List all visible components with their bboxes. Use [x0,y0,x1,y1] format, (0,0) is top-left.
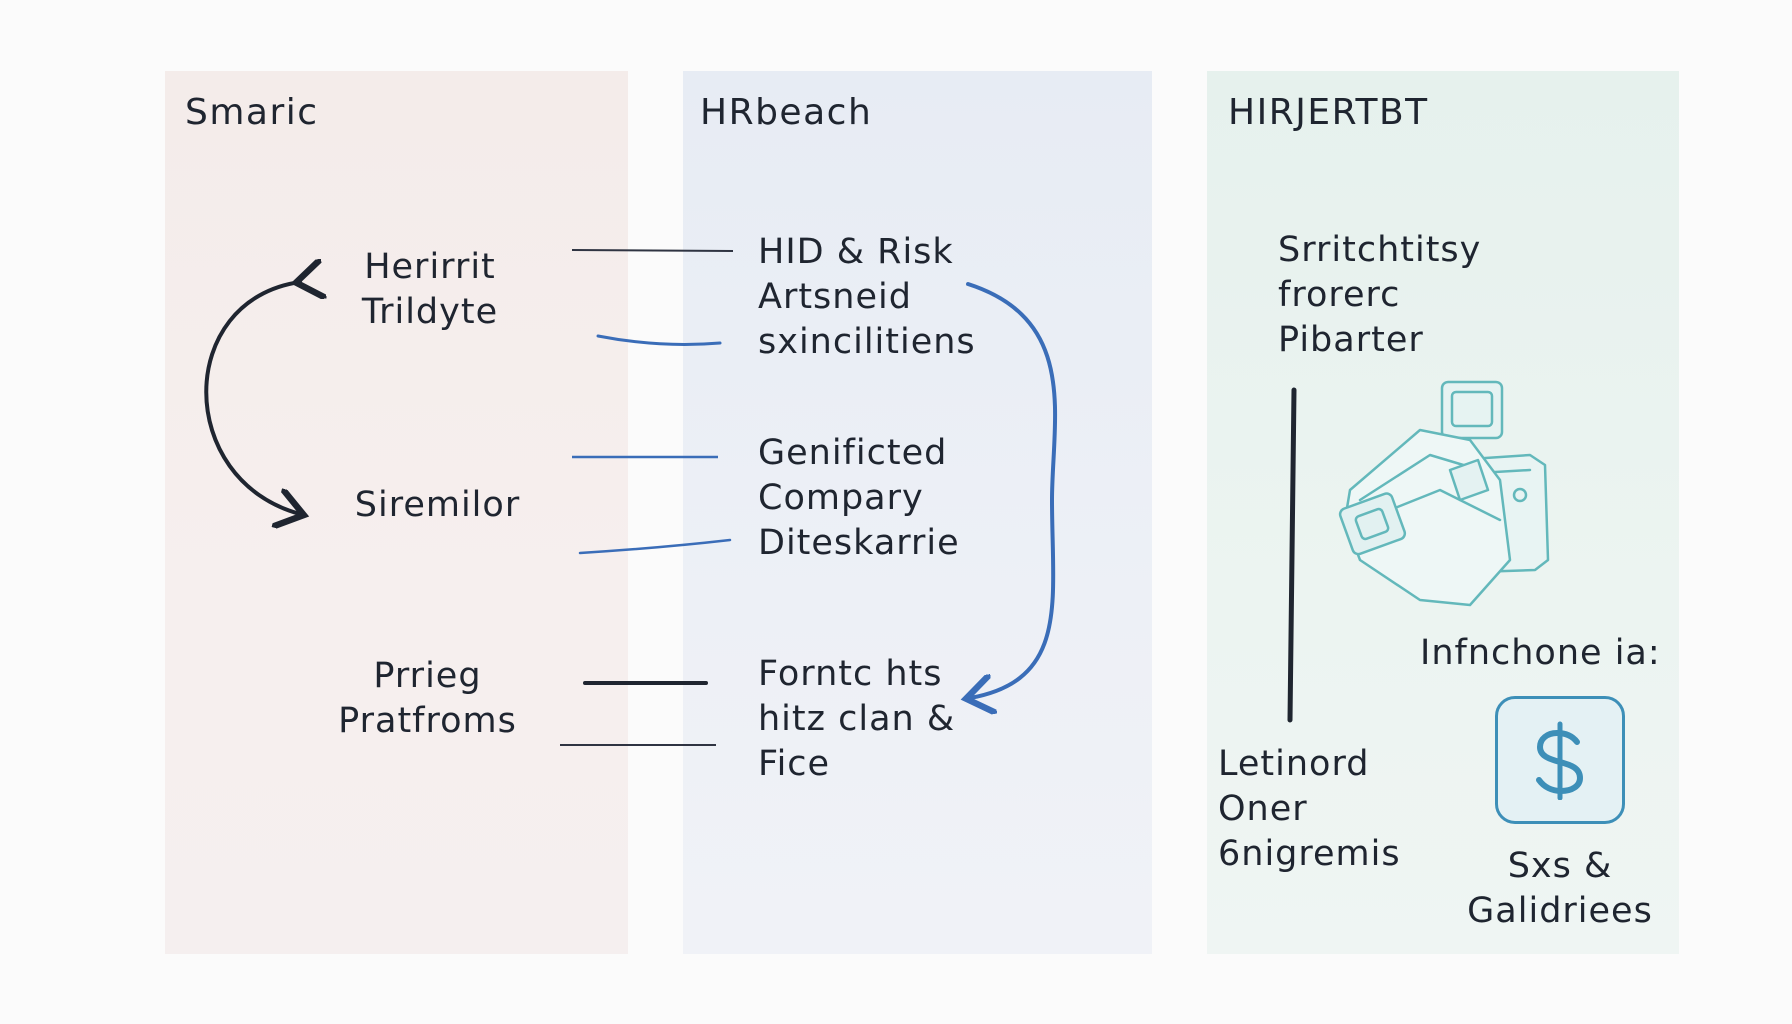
left-item-1: Herirrit Trildyte [361,247,499,332]
dollar-sign-icon [1536,721,1584,800]
middle-item-1: HID & Risk Artsneid sxincilitiens [758,232,976,362]
left-column-header: Smaric [185,92,319,133]
left-item-3: Prrieg Pratfroms [338,656,517,741]
right-item-2: Infnchone ia: [1420,633,1661,673]
left-item-2: Siremilor [354,485,521,525]
middle-item-3: Forntc hts hitz clan & Fice [758,654,956,784]
right-item-1: Srritchtitsy frorerc Pibarter [1278,230,1482,360]
middle-column-panel [683,71,1152,954]
dollar-tile [1495,696,1625,824]
right-column-header: HIRJERTBT [1228,92,1429,133]
middle-column-header: HRbeach [700,92,873,133]
middle-item-2: Genificted Compary Diteskarrie [758,433,960,563]
right-item-4: Sxs & Galidriees [1467,846,1653,931]
right-item-3: Letinord Oner 6nigremis [1218,744,1401,874]
